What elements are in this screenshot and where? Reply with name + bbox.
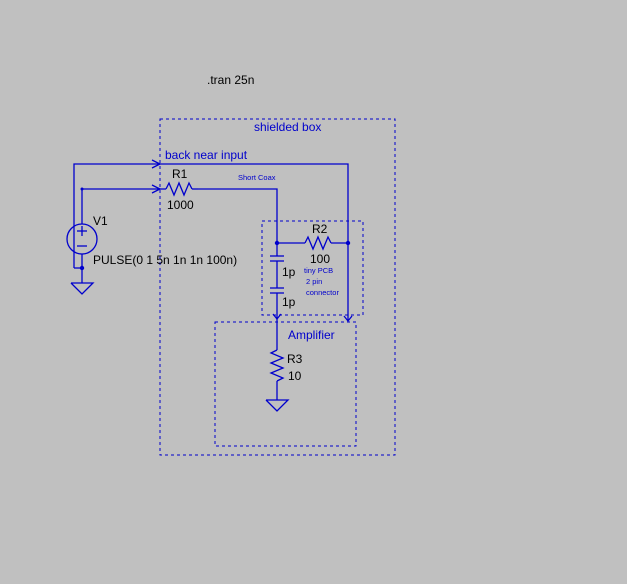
v1-value: PULSE(0 1 5n 1n 1n 100n) xyxy=(93,253,237,267)
pcb-note-line3: connector xyxy=(306,288,339,297)
arrow-back-input xyxy=(151,159,162,169)
r1-resistor[interactable] xyxy=(160,181,198,197)
ground-v1 xyxy=(70,268,95,295)
c1-value: 1p xyxy=(282,265,296,279)
r3-value: 10 xyxy=(288,369,302,383)
r2-value: 100 xyxy=(310,252,330,266)
ground-r3 xyxy=(265,399,290,412)
c2-value: 1p xyxy=(282,295,296,309)
r2-resistor[interactable] xyxy=(277,235,348,251)
r1-value: 1000 xyxy=(167,198,194,212)
pcb-note-line2: 2 pin xyxy=(306,277,322,286)
short-coax-label: Short Coax xyxy=(238,173,276,182)
r1-name: R1 xyxy=(172,167,188,181)
r3-name: R3 xyxy=(287,352,303,366)
r2-name: R2 xyxy=(312,222,328,236)
c1-capacitor[interactable] xyxy=(270,243,284,288)
shielded-box xyxy=(159,118,396,456)
tiny-pcb-box xyxy=(261,220,364,316)
v1-name: V1 xyxy=(93,214,108,228)
arrow-back-return xyxy=(343,315,353,323)
short-coax-wire xyxy=(198,188,278,243)
amplifier-label: Amplifier xyxy=(288,328,335,342)
tran-directive[interactable]: .tran 25n xyxy=(207,73,254,87)
c2-capacitor[interactable] xyxy=(270,287,284,318)
pcb-note-line1: tiny PCB xyxy=(304,266,333,275)
r3-resistor[interactable] xyxy=(269,349,285,400)
v1-source[interactable] xyxy=(66,189,98,268)
shielded-box-label: shielded box xyxy=(254,120,321,134)
back-near-input-label: back near input xyxy=(165,148,248,162)
amplifier-box xyxy=(214,321,357,447)
